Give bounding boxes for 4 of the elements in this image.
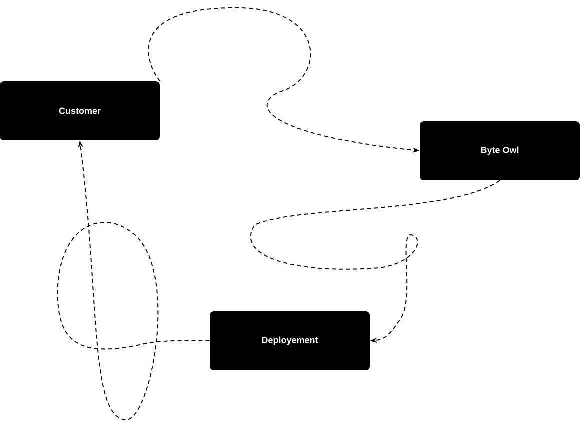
process-box: Customer	[0, 82, 160, 140]
arrow	[250, 180, 500, 344]
process-box: Byte Owl	[420, 122, 580, 180]
process-box: Deployement	[210, 311, 370, 370]
